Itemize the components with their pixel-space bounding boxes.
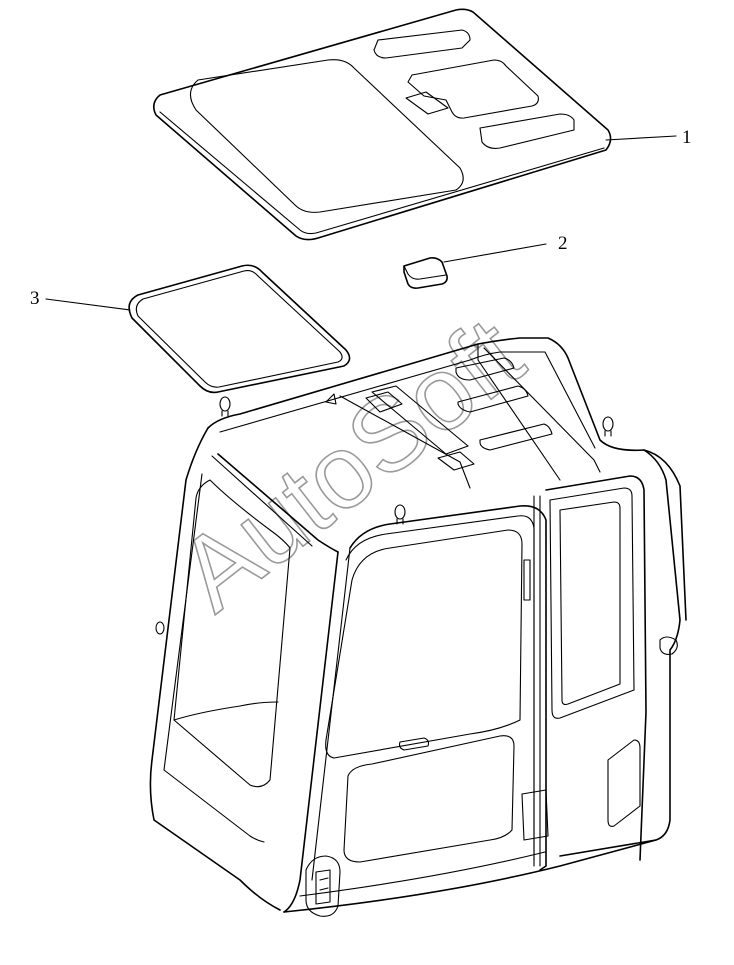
pad-part <box>403 257 448 289</box>
roof-glass-part <box>128 264 351 394</box>
cab-body <box>149 337 687 917</box>
leader-lines <box>45 135 677 311</box>
callout-2: 2 <box>558 233 568 254</box>
roof-panel-part <box>152 8 612 241</box>
watermark-text: AutoSoft <box>158 296 544 633</box>
callout-3: 3 <box>30 288 40 309</box>
callout-1: 1 <box>682 127 692 148</box>
